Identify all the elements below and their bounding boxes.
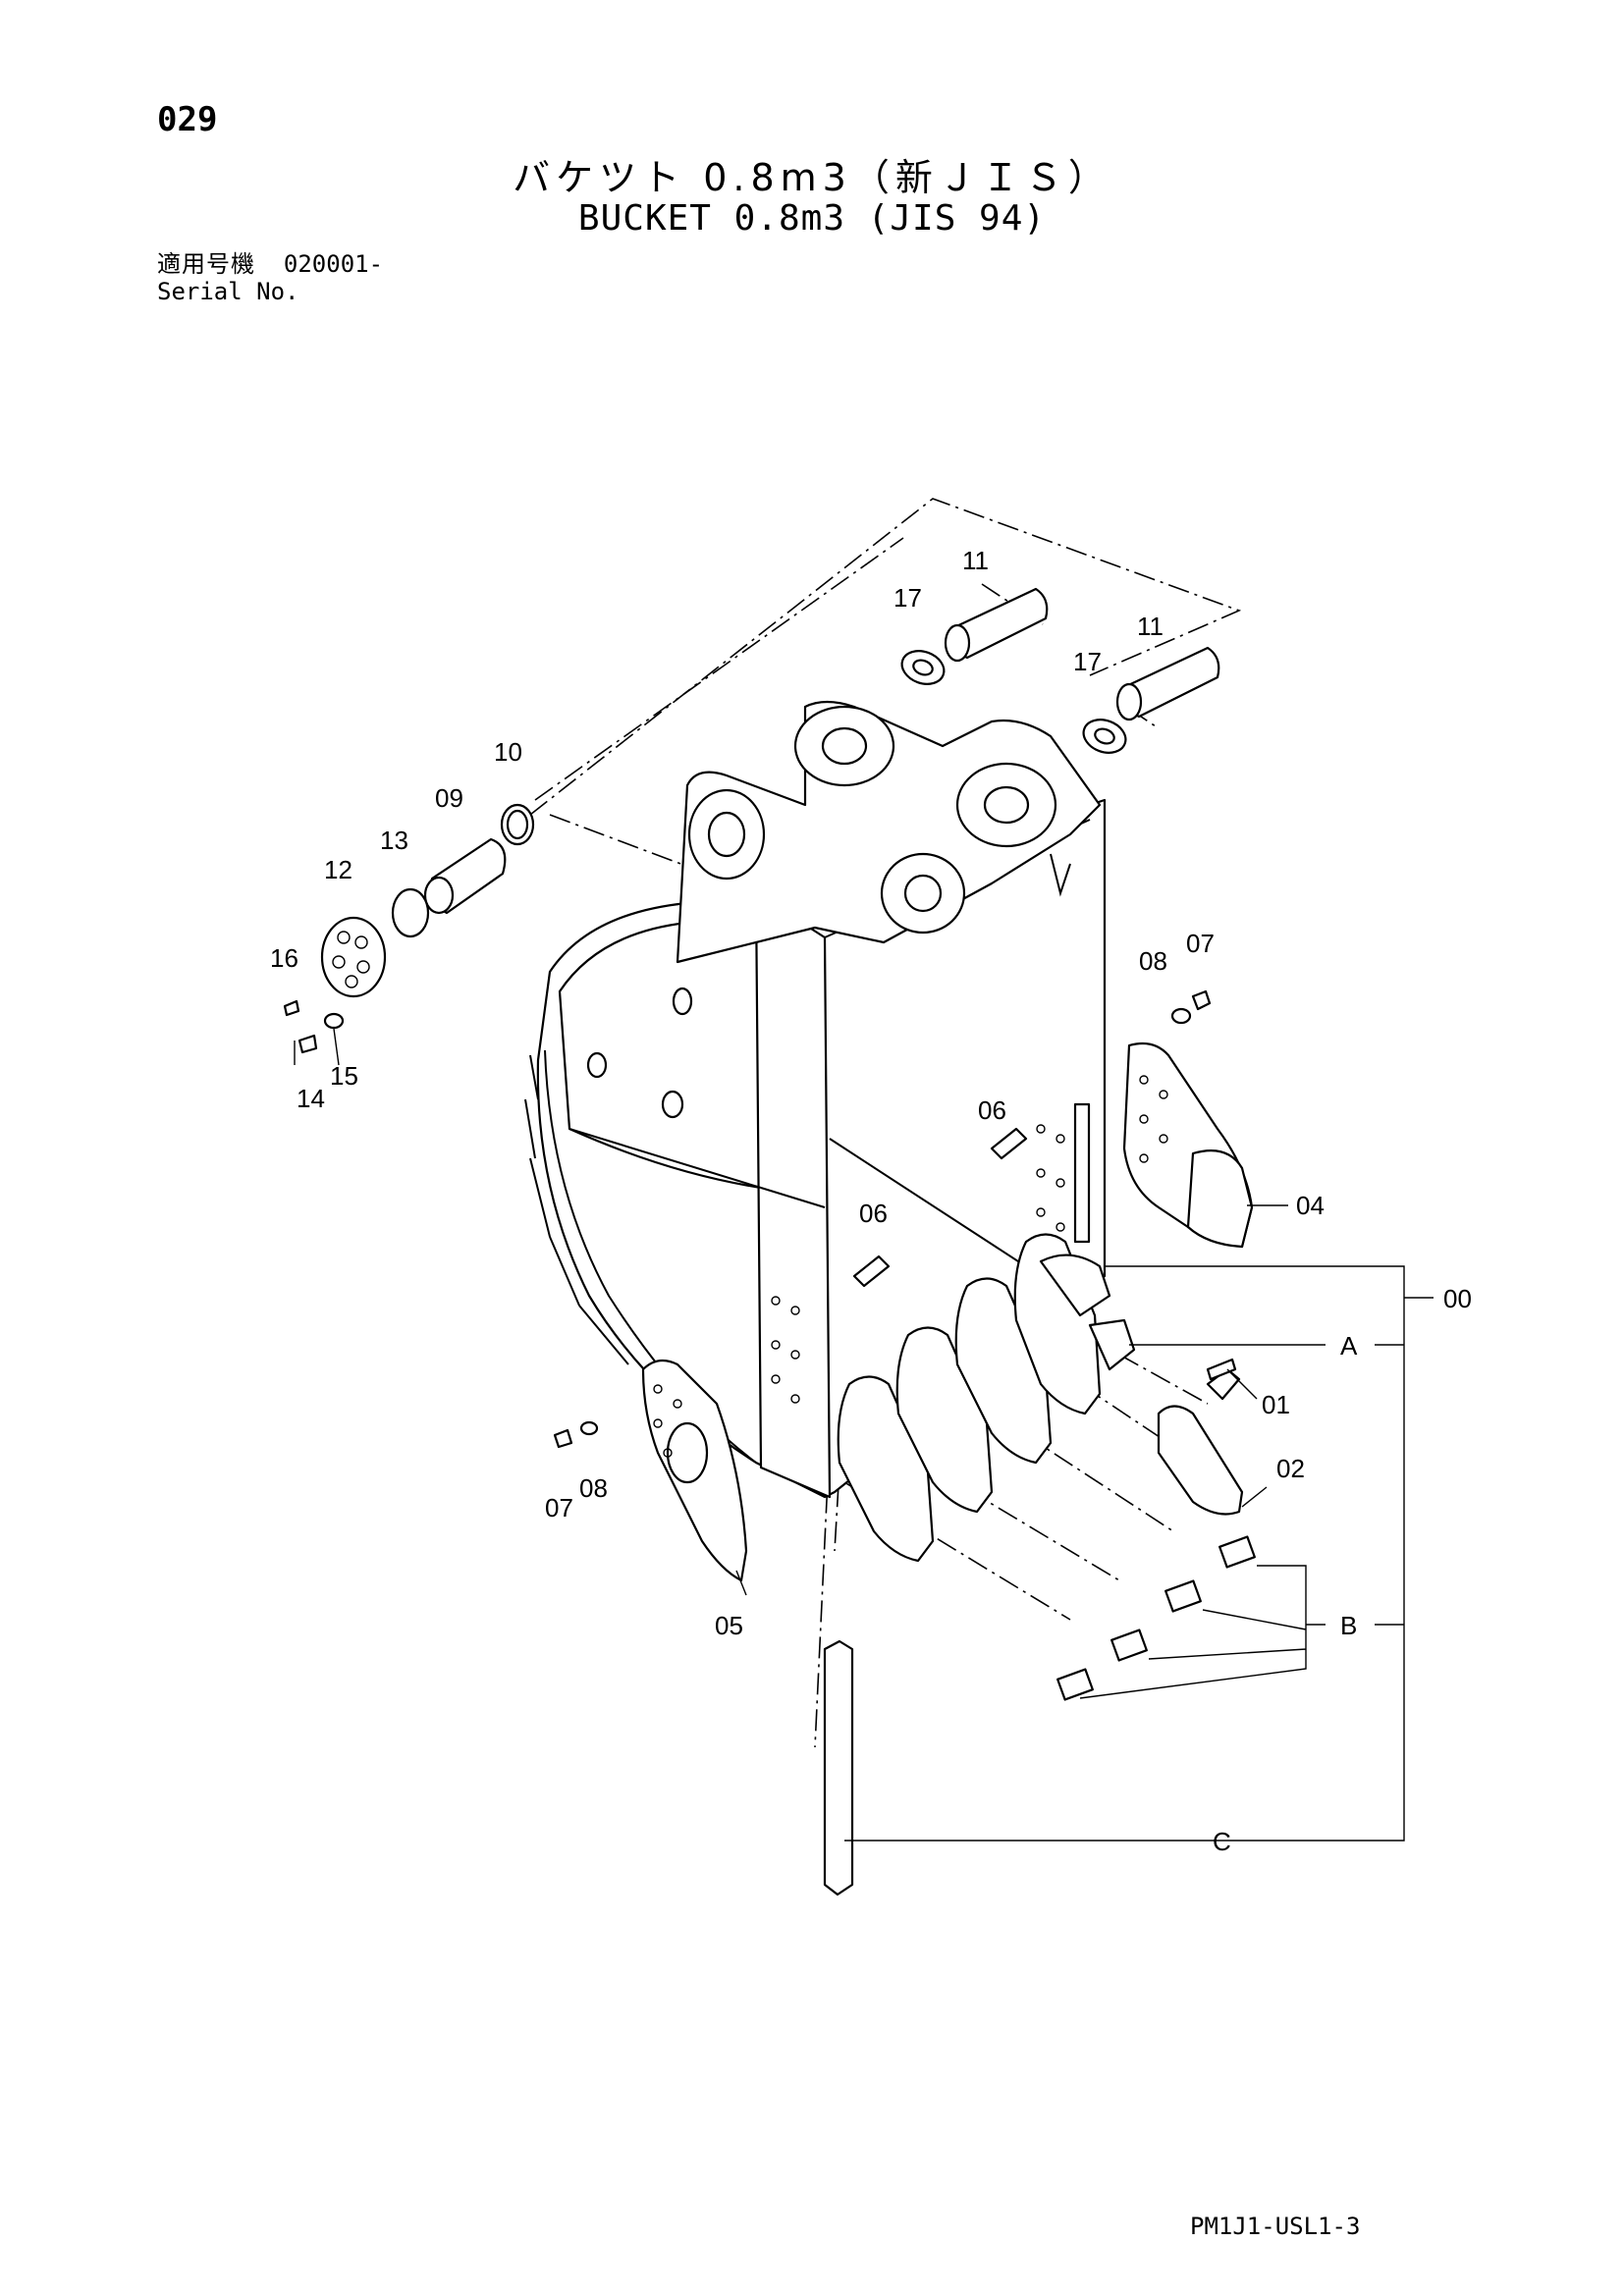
callout-00: 00 xyxy=(1443,1284,1472,1313)
callout-06b: 06 xyxy=(859,1199,888,1228)
callout-08a: 08 xyxy=(1139,946,1167,976)
callout-17b: 17 xyxy=(1073,647,1102,676)
callout-B: B xyxy=(1340,1611,1357,1640)
callout-A: A xyxy=(1340,1331,1358,1361)
document-code: PM1J1-USL1-3 xyxy=(1190,2213,1361,2240)
callout-04: 04 xyxy=(1296,1191,1325,1220)
callout-02: 02 xyxy=(1276,1454,1305,1483)
callout-06a: 06 xyxy=(978,1095,1006,1125)
callout-07b: 07 xyxy=(545,1493,573,1522)
callout-09: 09 xyxy=(435,783,463,813)
callout-C: C xyxy=(1213,1827,1231,1856)
serial-label-en: Serial No. xyxy=(157,278,299,305)
serial-label-jp: 適用号機 xyxy=(157,250,255,278)
callout-13: 13 xyxy=(380,826,408,855)
serial-info: 適用号機 020001- Serial No. xyxy=(157,250,383,305)
callout-11a: 11 xyxy=(962,546,989,575)
bolt-holes-right xyxy=(1036,1124,1065,1232)
callout-08b: 08 xyxy=(579,1473,608,1503)
serial-range: 020001- xyxy=(283,250,384,278)
pins-and-bushings xyxy=(283,587,1256,1896)
callout-07a: 07 xyxy=(1186,929,1215,958)
title-english: BUCKET 0.8m3 (JIS 94) xyxy=(577,198,1047,239)
title-japanese: バケツト 0.8m3（新ＪＩＳ） xyxy=(513,156,1111,199)
bucket-teeth xyxy=(837,1233,1244,1563)
callout-14: 14 xyxy=(297,1084,325,1113)
side-cutter-left xyxy=(641,1359,748,1582)
side-cutter-right xyxy=(1122,1041,1254,1249)
callout-11b: 11 xyxy=(1137,612,1164,641)
callout-05: 05 xyxy=(715,1611,743,1640)
callout-12: 12 xyxy=(324,855,352,884)
callout-16: 16 xyxy=(270,943,298,973)
callout-15: 15 xyxy=(330,1061,358,1091)
bolt-holes-left xyxy=(771,1296,800,1404)
callout-10: 10 xyxy=(494,737,522,767)
page-number: 029 xyxy=(157,100,218,139)
callout-17a: 17 xyxy=(893,583,922,613)
callout-labels: 11 11 17 17 10 09 13 12 16 14 15 08 07 0… xyxy=(270,546,1472,1856)
callout-01: 01 xyxy=(1262,1390,1290,1419)
leader-lines xyxy=(294,1028,1434,1842)
link-bracket xyxy=(676,700,1102,964)
